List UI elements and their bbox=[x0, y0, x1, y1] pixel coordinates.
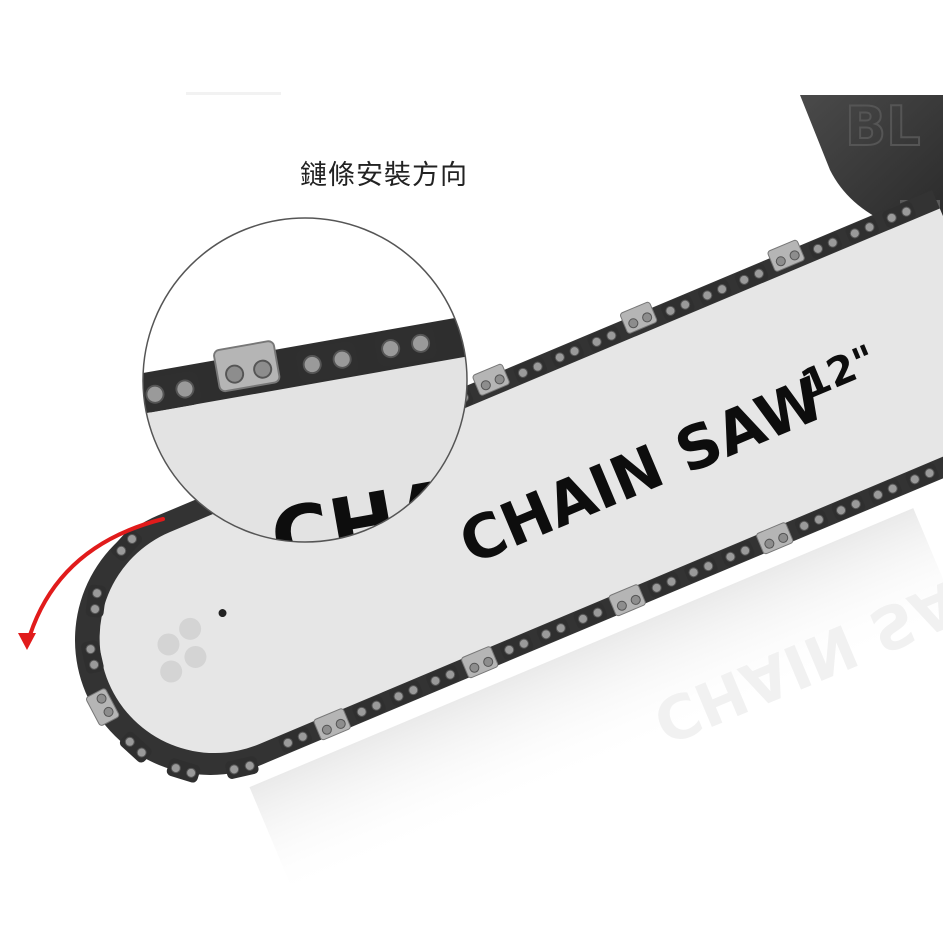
magnified-inset: CHA bbox=[142, 217, 468, 543]
tip-sprocket-rivets bbox=[157, 609, 227, 683]
inset-border bbox=[142, 217, 468, 543]
direction-arrow-icon bbox=[18, 517, 165, 650]
svg-text:BL: BL bbox=[845, 95, 921, 158]
faint-watermark-line bbox=[186, 92, 281, 95]
installation-direction-caption: 鏈條安裝方向 bbox=[300, 160, 468, 191]
